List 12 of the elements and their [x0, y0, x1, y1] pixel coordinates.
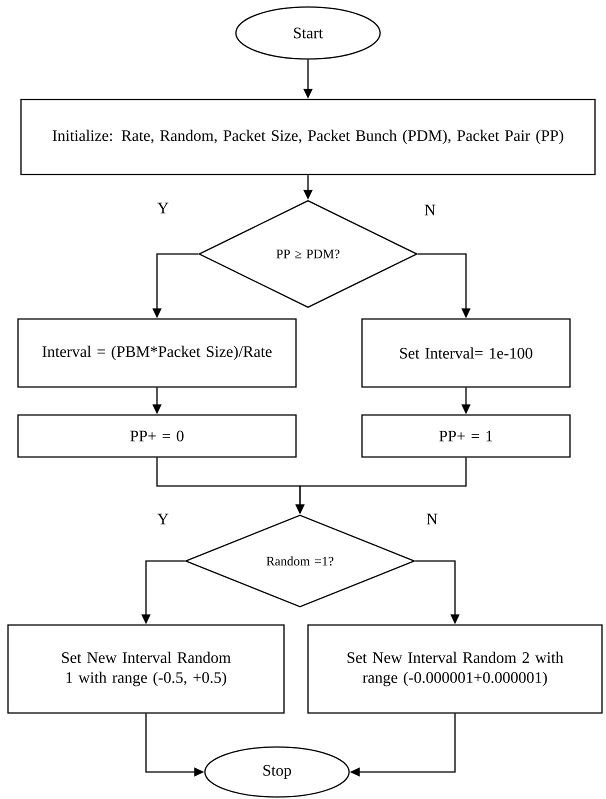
- start-terminal: Start: [235, 6, 381, 60]
- process-box: Interval = (PBM*Packet Size)/Rate: [17, 318, 297, 388]
- process-box: PP+ = 1: [361, 414, 571, 458]
- branch-label: Y: [157, 514, 168, 524]
- process-box: Set New Interval Random 2 with range (-0.000001+0.000001): [307, 624, 603, 714]
- branch-label: N: [424, 204, 436, 216]
- branch-label: Y: [157, 202, 168, 214]
- process-box: Set Interval= 1e-100: [361, 318, 571, 388]
- process-box: Set New Interval Random 1 with range (-0.5, +0.5): [7, 624, 285, 714]
- process-box: Initialize: Rate, Random, Packet Size, Packet Bunch (PDM), Packet Pair (PP): [20, 98, 596, 176]
- stop-terminal: Stop: [204, 746, 350, 798]
- process-box: PP+ = 0: [17, 414, 297, 458]
